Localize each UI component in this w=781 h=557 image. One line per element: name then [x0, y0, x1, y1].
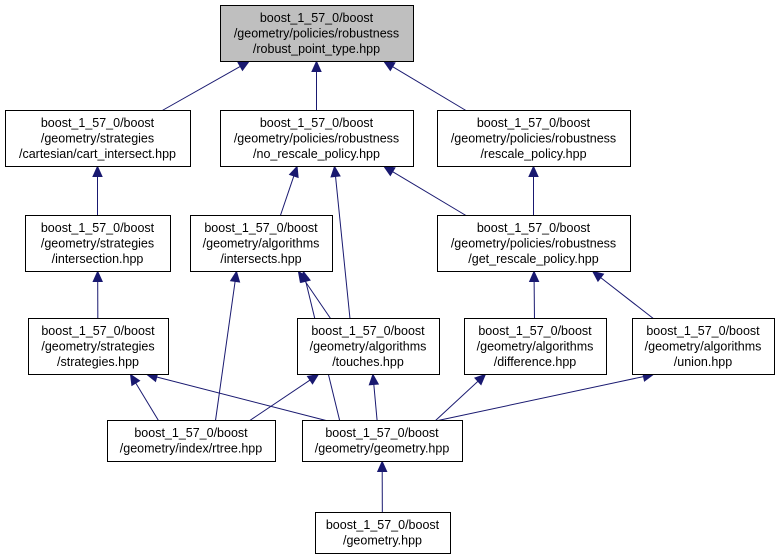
node-label-line: /robust_point_type.hpp	[253, 42, 380, 56]
node-box	[5, 110, 191, 167]
edge-get-rescale-policy-to-rescale-policy	[528, 165, 539, 216]
node-label-line: boost_1_57_0/boost	[646, 324, 760, 338]
node-label-line: /geometry/index/rtree.hpp	[120, 442, 262, 456]
edge-difference-to-get-rescale-policy	[528, 270, 540, 319]
node-box	[437, 110, 631, 167]
node-label-line: /geometry/policies/robustness	[451, 236, 616, 250]
node-label-line: /geometry/algorithms	[310, 339, 427, 353]
node-label-line: boost_1_57_0/boost	[478, 324, 592, 338]
node-box	[437, 215, 631, 272]
node-label-line: boost_1_57_0/boost	[260, 116, 374, 130]
node-geometry-geometry[interactable]: boost_1_57_0/boost/geometry/geometry.hpp	[302, 420, 463, 462]
edge-get-rescale-policy-to-no-rescale-policy	[383, 165, 467, 216]
node-touches[interactable]: boost_1_57_0/boost/geometry/algorithms/t…	[297, 318, 440, 375]
node-box	[632, 318, 775, 375]
edge-rescale-policy-to-robust-point-type	[383, 60, 467, 111]
node-geometry[interactable]: boost_1_57_0/boost/geometry.hpp	[315, 512, 451, 554]
node-box	[464, 318, 607, 375]
node-box	[297, 318, 440, 375]
edge-geometry-geometry-to-strategies	[145, 372, 327, 421]
node-cart-intersect[interactable]: boost_1_57_0/boost/geometry/strategies/c…	[5, 110, 191, 167]
edge-geometry-geometry-to-difference	[435, 373, 487, 421]
edge-rtree-to-intersects	[215, 270, 241, 421]
node-difference[interactable]: boost_1_57_0/boost/geometry/algorithms/d…	[464, 318, 607, 375]
node-box	[302, 420, 463, 462]
node-label-line: /geometry/strategies	[41, 131, 154, 145]
edge-intersection-to-cart-intersect	[92, 165, 103, 216]
node-label-line: /intersects.hpp	[220, 252, 301, 266]
edge-cart-intersect-to-robust-point-type	[162, 60, 251, 111]
node-label-line: /geometry/policies/robustness	[451, 131, 616, 145]
node-label-line: boost_1_57_0/boost	[477, 221, 591, 235]
node-strategies[interactable]: boost_1_57_0/boost/geometry/strategies/s…	[28, 318, 169, 375]
node-label-line: /intersection.hpp	[52, 252, 144, 266]
edge-no-rescale-policy-to-robust-point-type	[311, 60, 322, 111]
edge-geometry-geometry-to-touches	[368, 373, 380, 421]
node-rtree[interactable]: boost_1_57_0/boost/geometry/index/rtree.…	[107, 420, 276, 462]
node-label-line: /geometry/algorithms	[645, 339, 762, 353]
node-box	[220, 5, 414, 62]
node-intersects[interactable]: boost_1_57_0/boost/geometry/algorithms/i…	[190, 215, 333, 272]
node-label-line: /geometry/policies/robustness	[234, 26, 399, 40]
node-label-line: /get_rescale_policy.hpp	[468, 252, 598, 266]
node-label-line: boost_1_57_0/boost	[477, 116, 591, 130]
edge-geometry-geometry-to-union	[437, 371, 655, 421]
edge-union-to-get-rescale-policy	[591, 270, 654, 319]
node-label-line: /cartesian/cart_intersect.hpp	[19, 147, 176, 161]
node-robust-point-type[interactable]: boost_1_57_0/boost/geometry/policies/rob…	[220, 5, 414, 62]
node-label-line: boost_1_57_0/boost	[134, 426, 248, 440]
node-label-line: /rescale_policy.hpp	[480, 147, 586, 161]
node-label-line: /touches.hpp	[332, 355, 404, 369]
edge-strategies-to-intersection	[92, 270, 103, 319]
node-label-line: boost_1_57_0/boost	[41, 324, 155, 338]
node-label-line: boost_1_57_0/boost	[260, 11, 374, 25]
node-label-line: /no_rescale_policy.hpp	[253, 147, 380, 161]
node-intersection[interactable]: boost_1_57_0/boost/geometry/strategies/i…	[25, 215, 171, 272]
node-label-line: /geometry/algorithms	[203, 236, 320, 250]
node-label-line: boost_1_57_0/boost	[41, 116, 155, 130]
node-box	[315, 512, 451, 554]
node-label-line: /geometry.hpp	[343, 534, 422, 548]
node-label-line: /geometry/strategies	[41, 236, 154, 250]
node-label-line: /geometry/geometry.hpp	[315, 442, 450, 456]
node-label-line: boost_1_57_0/boost	[41, 221, 155, 235]
edges	[92, 60, 655, 513]
node-label-line: /difference.hpp	[494, 355, 577, 369]
node-no-rescale-policy[interactable]: boost_1_57_0/boost/geometry/policies/rob…	[220, 110, 414, 167]
node-label-line: /union.hpp	[674, 355, 732, 369]
node-rescale-policy[interactable]: boost_1_57_0/boost/geometry/policies/rob…	[437, 110, 631, 167]
node-box	[107, 420, 276, 462]
node-box	[25, 215, 171, 272]
node-label-line: /geometry/strategies	[41, 339, 154, 353]
node-union[interactable]: boost_1_57_0/boost/geometry/algorithms/u…	[632, 318, 775, 375]
edge-rtree-to-strategies	[129, 373, 159, 421]
node-label-line: /geometry/policies/robustness	[234, 131, 399, 145]
edge-rtree-to-touches	[249, 373, 320, 421]
edge-geometry-to-geometry-geometry	[376, 460, 388, 513]
node-label-line: boost_1_57_0/boost	[204, 221, 318, 235]
edge-touches-to-no-rescale-policy	[330, 165, 351, 319]
node-box	[190, 215, 333, 272]
node-label-line: boost_1_57_0/boost	[311, 324, 425, 338]
node-get-rescale-policy[interactable]: boost_1_57_0/boost/geometry/policies/rob…	[437, 215, 631, 272]
node-label-line: /strategies.hpp	[57, 355, 139, 369]
node-box	[220, 110, 414, 167]
node-label-line: boost_1_57_0/boost	[326, 518, 440, 532]
node-label-line: /geometry/algorithms	[477, 339, 594, 353]
node-label-line: boost_1_57_0/boost	[325, 426, 439, 440]
edge-intersects-to-no-rescale-policy	[279, 165, 299, 216]
node-box	[28, 318, 169, 375]
nodes: boost_1_57_0/boost/geometry/policies/rob…	[5, 5, 775, 554]
